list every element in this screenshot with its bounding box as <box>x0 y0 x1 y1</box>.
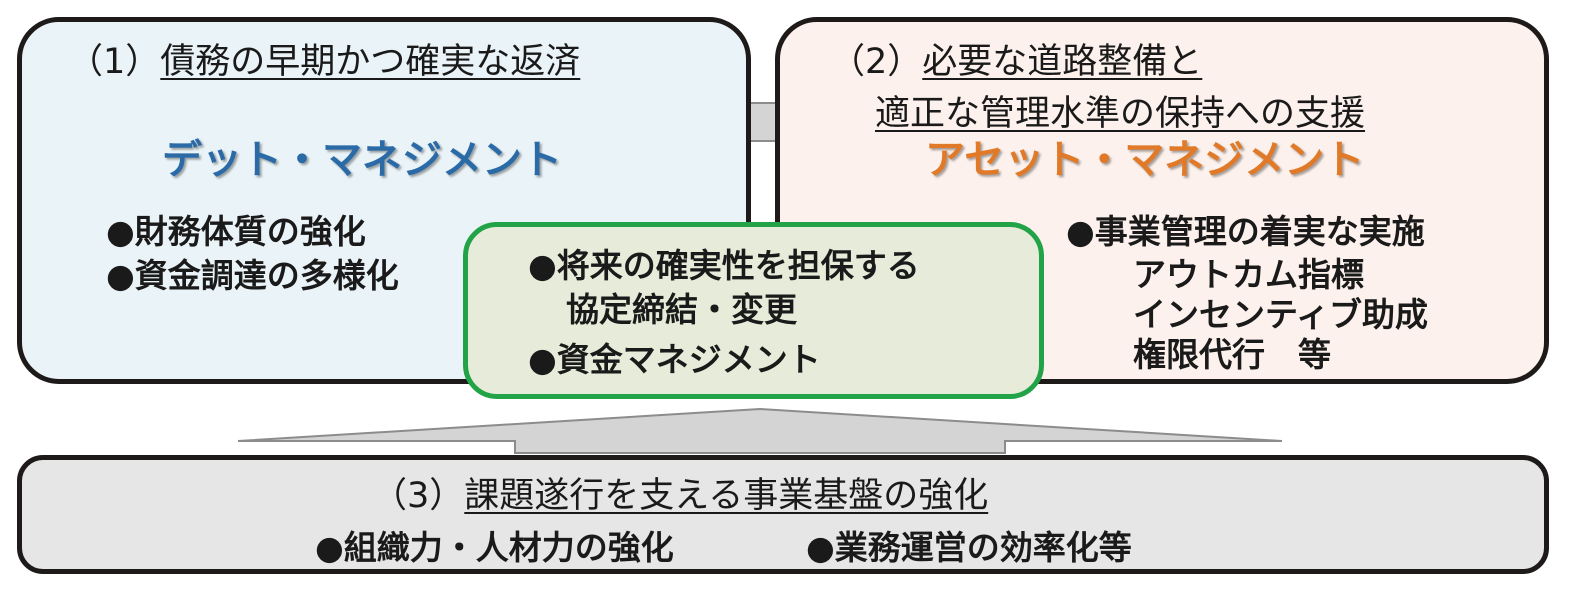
box1-title: 債務の早期かつ確実な返済 <box>160 42 581 82</box>
box1-number: （1） <box>68 42 161 82</box>
box2-subitem: アウトカム指標 <box>1133 255 1364 294</box>
box3-item: ●業務運営の効率化等 <box>806 528 1132 567</box>
box2-item: ●事業管理の着実な実施 <box>1066 212 1425 251</box>
box2-title-line1: 必要な道路整備と <box>922 42 1203 82</box>
center-item: ●資金マネジメント <box>528 340 821 379</box>
box3-title: 課題遂行を支える事業基盤の強化 <box>464 476 989 516</box>
box2-number: （2） <box>830 42 923 82</box>
box2-subitem: インセンティブ助成 <box>1133 295 1429 334</box>
center-item: ●将来の確実性を担保する <box>528 246 920 285</box>
asset-management-label: アセット・マネジメント <box>925 137 1365 183</box>
box1-item: ●財務体質の強化 <box>106 212 366 251</box>
box3-number: （3） <box>372 476 465 516</box>
box2-subitem: 権限代行 等 <box>1133 335 1331 374</box>
box3-heading: （3）課題遂行を支える事業基盤の強化 <box>372 476 988 516</box>
shared-center-box <box>463 222 1044 399</box>
box2-heading: （2）必要な道路整備と <box>830 42 1202 82</box>
business-foundation-box <box>17 455 1549 574</box>
box1-item: ●資金調達の多様化 <box>106 256 399 295</box>
box1-heading: （1）債務の早期かつ確実な返済 <box>68 42 580 82</box>
debt-management-label: デット・マネジメント <box>162 137 562 183</box>
up-arrow-icon <box>237 407 1283 454</box>
box2-title-line2: 適正な管理水準の保持への支援 <box>875 94 1366 134</box>
center-item-continuation: 協定締結・変更 <box>566 290 797 329</box>
box3-item: ●組織力・人材力の強化 <box>315 528 674 567</box>
